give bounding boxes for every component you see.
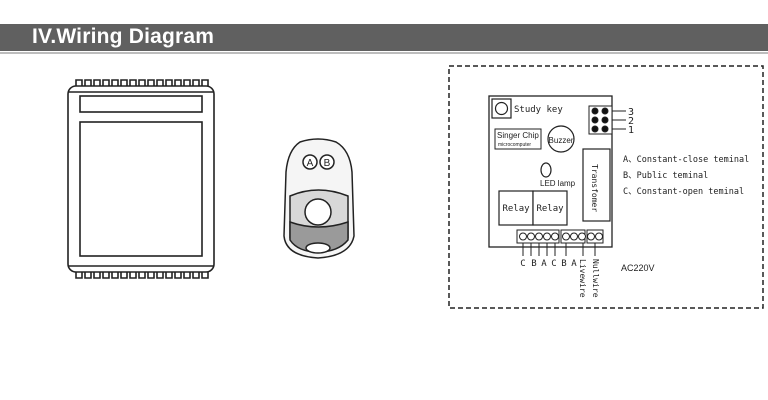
transformer (582, 148, 611, 222)
header-divider (0, 52, 768, 54)
board-dashed-frame (448, 65, 764, 309)
buzzer (547, 125, 575, 153)
section-header: IV.Wiring Diagram (0, 24, 768, 51)
relay-1-label: Relay (502, 204, 530, 214)
section-title: IV.Wiring Diagram (32, 25, 215, 48)
pin-label-2: 2 (628, 116, 634, 127)
terminal-block (516, 229, 604, 244)
relay-2 (532, 190, 568, 226)
terminal-label-a2: A (571, 259, 577, 269)
receiver-bottom-fins (75, 272, 209, 279)
study-key-button (491, 98, 512, 119)
terminal-label-b1: B (531, 259, 536, 269)
chip-title: Singer Chip (497, 131, 539, 140)
receiver-top-fins (75, 79, 209, 86)
remote-button-b: B (324, 158, 331, 169)
pin-label-1: 1 (628, 125, 634, 136)
supply-label: AC220V (621, 263, 655, 273)
legend-c: C、Constant-open teminal (623, 187, 744, 197)
remote-button-a: A (307, 158, 314, 169)
chip (494, 128, 542, 150)
pin-label-3: 3 (628, 107, 634, 118)
null-wire-label: Nullwire (591, 259, 600, 298)
transformer-label: Transfomer (590, 164, 599, 212)
relay-2-label: Relay (536, 204, 564, 214)
terminal-label-c2: C (551, 259, 556, 269)
terminal-label-a1: A (541, 259, 547, 269)
terminal-label-c1: C (520, 259, 525, 269)
led-lamp (540, 162, 552, 178)
terminal-label-b2: B (561, 259, 566, 269)
live-wire-label: Livewire (578, 259, 587, 298)
terminal-wires (522, 243, 596, 256)
receiver-unit (67, 79, 215, 279)
led-label: LED lamp (540, 179, 576, 188)
legend-b: B、Public teminal (623, 171, 708, 181)
study-key-label: Study key (514, 105, 563, 115)
study-key-knob (494, 101, 509, 116)
pin-header (588, 105, 626, 135)
legend-a: A、Constant-close teminal (623, 155, 749, 165)
buzzer-label: Buzzer (549, 136, 574, 145)
relay-1 (498, 190, 534, 226)
chip-subtitle: microcomputer (498, 142, 531, 148)
remote-control (283, 138, 355, 259)
pcb-board (488, 95, 613, 248)
